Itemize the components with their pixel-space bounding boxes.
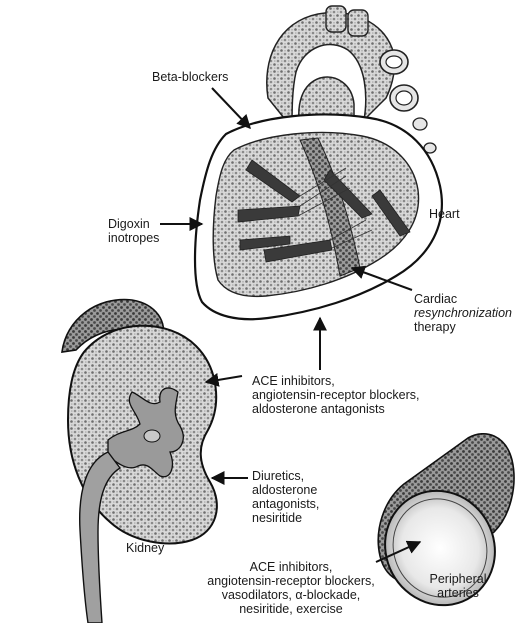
renal-papilla — [144, 430, 160, 442]
heart-illustration — [195, 6, 442, 319]
label-kidney: Kidney — [126, 541, 164, 555]
label-heart: Heart — [429, 207, 460, 221]
label-beta-blockers: Beta-blockers — [152, 70, 228, 84]
arrow-beta-blockers — [212, 88, 250, 128]
label-cardiac-resynchronization: Cardiac resynchronization therapy — [414, 292, 512, 334]
label-peripheral-arteries: Peripheral arteries — [418, 572, 498, 600]
label-ace-inhibitors-arteries: ACE inhibitors, angiotensin-receptor blo… — [186, 560, 396, 616]
label-ace-inhibitors-kidney: ACE inhibitors, angiotensin-receptor blo… — [252, 374, 419, 416]
label-digoxin-inotropes: Digoxin inotropes — [108, 217, 159, 245]
label-diuretics: Diuretics, aldosterone antagonists, nesi… — [252, 469, 319, 525]
